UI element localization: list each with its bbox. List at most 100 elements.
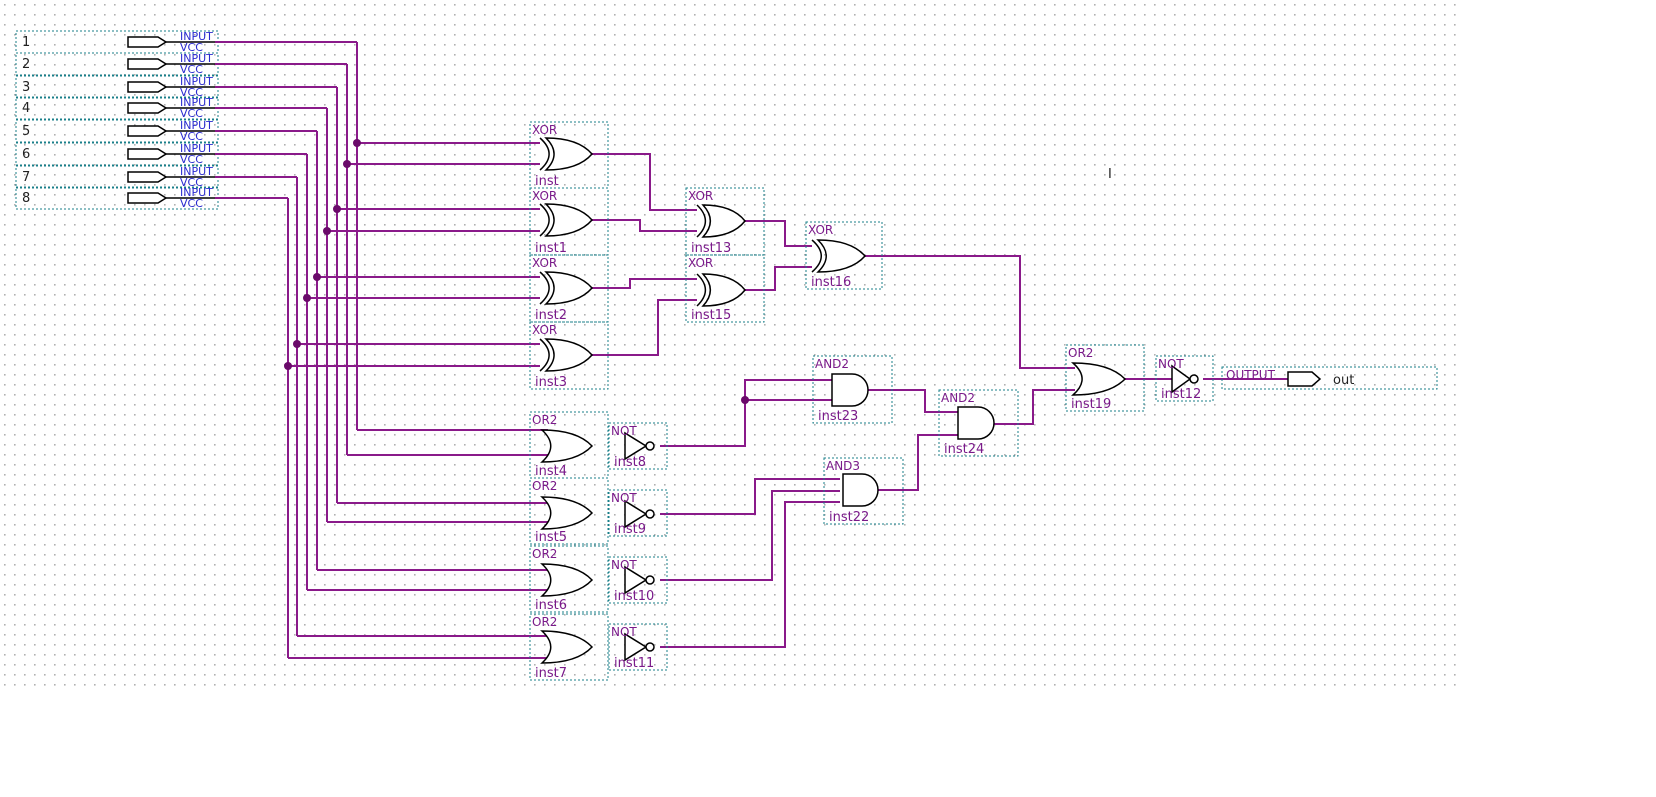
- input-pin-shape[interactable]: [127, 58, 168, 70]
- xor-gate-arc: [696, 273, 707, 307]
- or-gate-body[interactable]: [1071, 362, 1127, 396]
- gate-inst15[interactable]: XOR inst15: [685, 254, 765, 323]
- junction-dot: [303, 294, 311, 302]
- xor-gate-body[interactable]: [701, 204, 746, 238]
- input-pin-shape[interactable]: [127, 36, 168, 48]
- wire-inst16-out[interactable]: [865, 255, 1075, 369]
- output-pin[interactable]: OUTPUT out: [1221, 366, 1438, 390]
- junction-dot: [293, 340, 301, 348]
- input-pin-shape[interactable]: [127, 81, 168, 93]
- input-type-label: INPUT: [180, 75, 213, 88]
- input-pwr-label: VCC: [180, 197, 203, 210]
- gate-instance-box: [529, 187, 609, 256]
- wire-inst1-out[interactable]: [592, 219, 702, 232]
- input-pin-shape[interactable]: [127, 148, 168, 160]
- input-pin-shape[interactable]: [127, 102, 168, 114]
- and-gate-body[interactable]: [957, 406, 995, 440]
- wire-inst2-out[interactable]: [592, 278, 702, 289]
- gate-type-label: XOR: [688, 256, 713, 270]
- gate-instance-box: [805, 221, 883, 290]
- gate-inst-label: inst: [535, 174, 559, 189]
- and-gate-body[interactable]: [842, 473, 879, 507]
- input-pin-shape[interactable]: [127, 171, 168, 183]
- wire-inst22-out[interactable]: [878, 434, 958, 491]
- cursor-mark: I: [1108, 167, 1112, 182]
- wire-inst13-out[interactable]: [745, 220, 815, 247]
- xor-gate-body[interactable]: [816, 239, 867, 273]
- gate-inst-label: inst4: [535, 464, 567, 479]
- wire-inst10-out[interactable]: [660, 490, 840, 581]
- wire-inst-out[interactable]: [592, 153, 702, 211]
- wire-inst24-out[interactable]: [994, 389, 1075, 425]
- not-gate-body[interactable]: [1171, 364, 1192, 394]
- not-gate-body[interactable]: [624, 499, 648, 529]
- input-type-label: INPUT: [180, 142, 213, 155]
- not-gate-body[interactable]: [624, 632, 648, 662]
- xor-gate-body[interactable]: [544, 137, 593, 171]
- wire-inst3-out[interactable]: [592, 299, 702, 356]
- or-gate-body[interactable]: [540, 563, 594, 597]
- input-type-label: INPUT: [180, 96, 213, 109]
- not-gate-body[interactable]: [624, 431, 648, 461]
- input-pin-shape[interactable]: [127, 192, 168, 204]
- xor-gate-body[interactable]: [544, 203, 593, 237]
- xor-gate-body[interactable]: [701, 273, 746, 307]
- gate-instance-box: [529, 254, 609, 323]
- xor-gate-body[interactable]: [544, 271, 593, 305]
- input-type-label: INPUT: [180, 30, 213, 43]
- wire-inst9-out[interactable]: [660, 478, 840, 515]
- or-gate-body[interactable]: [540, 630, 594, 664]
- wire-inst8-out[interactable]: [660, 400, 746, 447]
- not-gate-bubble: [645, 509, 655, 519]
- or-gate-body[interactable]: [540, 496, 594, 530]
- xor-gate-body[interactable]: [544, 338, 593, 372]
- xor-gate-arc: [539, 203, 550, 237]
- wire-inst23-in-a[interactable]: [744, 379, 832, 400]
- wire-inst23-out[interactable]: [868, 389, 958, 413]
- gate-type-label: XOR: [532, 123, 557, 137]
- input-pin-shape[interactable]: [127, 125, 168, 137]
- junction-dot: [284, 362, 292, 370]
- output-pin-shape[interactable]: [1287, 371, 1322, 387]
- xor-gate-arc: [539, 271, 550, 305]
- not-gate-body[interactable]: [624, 565, 648, 595]
- gate-inst-label: inst2: [535, 308, 567, 323]
- gate-inst[interactable]: XOR inst: [529, 121, 609, 189]
- gate-inst-label: inst5: [535, 530, 567, 545]
- input-name-label: 6: [22, 147, 30, 162]
- not-gate-bubble: [645, 575, 655, 585]
- wire-inst11-out[interactable]: [660, 501, 840, 648]
- wire-inst15-out[interactable]: [745, 266, 815, 291]
- junctions-layer: [284, 139, 749, 404]
- gate-type-label: XOR: [532, 189, 557, 203]
- gate-inst-label: inst15: [691, 308, 731, 323]
- and-gate-body[interactable]: [831, 373, 869, 407]
- or-gate-body[interactable]: [540, 429, 594, 463]
